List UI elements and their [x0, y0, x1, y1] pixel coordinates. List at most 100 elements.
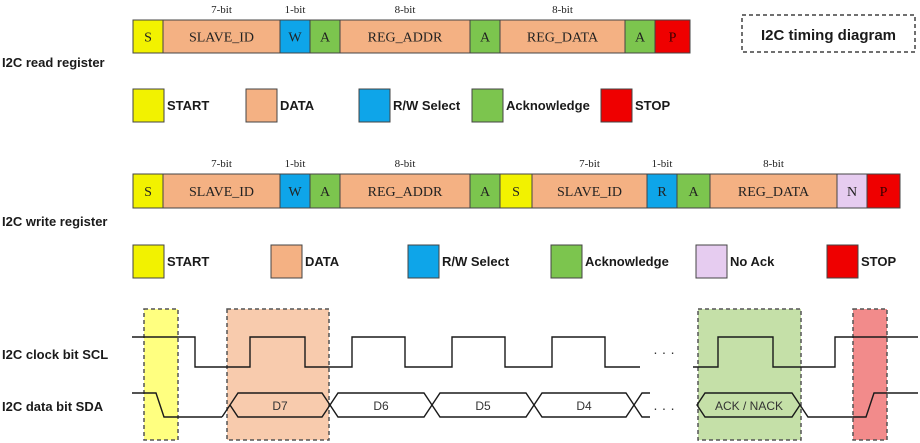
read_register-legend-label: STOP — [635, 98, 670, 113]
write_register-legend-item-1: DATA — [270, 244, 340, 279]
write_register-legend-label: STOP — [861, 254, 896, 269]
ack-window — [697, 308, 802, 441]
write_register-field-label: A — [320, 185, 331, 200]
write_register-bit-width: 8-bit — [763, 158, 784, 170]
write_register-legend-label: START — [167, 254, 209, 269]
read_register-legend-label: Acknowledge — [506, 98, 590, 113]
sda-bit-d6: D6 — [329, 392, 433, 418]
sda-data-bits: D7 D6 D5 D4 — [221, 392, 650, 418]
write_register-field-12: P — [866, 173, 901, 209]
diagram-title: I2C timing diagram — [761, 27, 896, 44]
write_register-field-label: N — [847, 185, 857, 200]
read_register-legend-item-3: Acknowledge — [471, 88, 590, 123]
read-register-label: I2C read register — [2, 55, 105, 70]
read_register-legend-label: R/W Select — [393, 98, 461, 113]
write_register-field-9: A — [676, 173, 711, 209]
write_register-field-0: S — [132, 173, 164, 209]
write_register-field-2: W 1-bit — [279, 158, 311, 209]
sda-label: I2C data bit SDA — [2, 399, 104, 414]
write_register-field-label: A — [688, 185, 699, 200]
write_register-bit-width: 7-bit — [579, 158, 600, 170]
write_register-field-label: R — [657, 185, 667, 200]
read_register-bit-width: 7-bit — [211, 4, 232, 16]
sda-trail-edge — [633, 392, 650, 406]
write_register-field-4: REG_ADDR 8-bit — [339, 158, 471, 209]
read_register-bit-width: 8-bit — [552, 4, 573, 16]
read_register-field-5: A — [469, 19, 501, 54]
write_register-field-label: S — [144, 185, 152, 200]
write-register-label: I2C write register — [2, 214, 108, 229]
scl-label: I2C clock bit SCL — [2, 347, 108, 362]
read_register-legend-item-0: START — [132, 88, 209, 123]
scl-waveform-end — [693, 336, 918, 368]
write_register-field-6: S — [499, 173, 533, 209]
read_register-legend-item-1: DATA — [245, 88, 315, 123]
sda-bit-label: D7 — [272, 399, 288, 413]
write_register-bit-width: 1-bit — [285, 158, 306, 170]
stop-window — [852, 308, 888, 441]
sda-ellipsis: · · · — [653, 400, 675, 416]
scl-ellipsis: · · · — [653, 344, 675, 360]
write_register-legend-item-3: Acknowledge — [550, 244, 669, 279]
write_register-field-label: REG_DATA — [738, 185, 810, 200]
write_register-field-1: SLAVE_ID7-bit — [162, 158, 281, 209]
write_register-field-label: W — [288, 185, 302, 200]
write_register-bit-width: 7-bit — [211, 158, 232, 170]
sda-bit-label: D4 — [576, 399, 592, 413]
write_register-field-label: A — [480, 185, 491, 200]
sda-lead-edge — [221, 404, 231, 418]
write_register-legend-item-2: R/W Select — [407, 244, 510, 279]
read_register-field-8: P — [654, 19, 691, 54]
timing-section: I2C clock bit SCL I2C data bit SDA · · ·… — [2, 308, 918, 441]
write_register-field-8: R 1-bit — [646, 158, 678, 209]
read_register-field-label: S — [144, 31, 152, 46]
read_register-field-label: REG_DATA — [527, 31, 599, 46]
write_register-bit-width: 1-bit — [652, 158, 673, 170]
read_register-field-2: W 1-bit — [279, 4, 311, 54]
write_register-field-5: A — [469, 173, 501, 209]
read_register-field-label: P — [669, 31, 677, 46]
read-register-legend: START DATA R/W Select Acknowledge STOP — [132, 88, 670, 123]
read_register-legend-item-2: R/W Select — [358, 88, 461, 123]
scl-waveform — [132, 336, 640, 368]
read_register-legend-item-4: STOP — [600, 88, 670, 123]
read_register-legend-label: DATA — [280, 98, 315, 113]
read_register-field-3: A — [309, 19, 341, 54]
write_register-legend-label: DATA — [305, 254, 340, 269]
read_register-field-0: S — [132, 19, 164, 54]
write_register-field-label: SLAVE_ID — [557, 185, 622, 200]
data-bit-window — [226, 308, 330, 441]
title-box: I2C timing diagram — [741, 14, 916, 53]
read_register-field-7: A — [624, 19, 656, 54]
sda-bit-d5: D5 — [431, 392, 535, 418]
read_register-field-label: A — [480, 31, 491, 46]
read_register-field-label: A — [635, 31, 646, 46]
write_register-field-label: P — [880, 185, 888, 200]
sda-bit-label: D6 — [373, 399, 389, 413]
write_register-field-label: S — [512, 185, 520, 200]
ack-nack-label: ACK / NACK — [715, 399, 783, 413]
read_register-field-label: REG_ADDR — [368, 31, 443, 46]
write_register-field-10: REG_DATA 8-bit — [709, 158, 838, 209]
read_register-field-label: W — [288, 31, 302, 46]
sda-bit-label: D5 — [475, 399, 491, 413]
write_register-field-11: N — [836, 173, 868, 209]
sda-start-edge — [132, 392, 222, 418]
read_register-field-1: SLAVE_ID 7-bit — [162, 4, 281, 54]
write_register-legend-label: Acknowledge — [585, 254, 669, 269]
sda-bit-d4: D4 — [533, 392, 635, 418]
write_register-legend-item-5: STOP — [826, 244, 896, 279]
write_register-field-3: A — [309, 173, 341, 209]
read_register-bit-width: 1-bit — [285, 4, 306, 16]
write_register-field-label: REG_ADDR — [368, 185, 443, 200]
start-window — [143, 308, 179, 441]
write_register-bit-width: 8-bit — [395, 158, 416, 170]
read_register-field-6: REG_DATA 8-bit — [499, 4, 626, 54]
sda-trail-edge — [633, 404, 650, 418]
read_register-field-label: SLAVE_ID — [189, 31, 254, 46]
